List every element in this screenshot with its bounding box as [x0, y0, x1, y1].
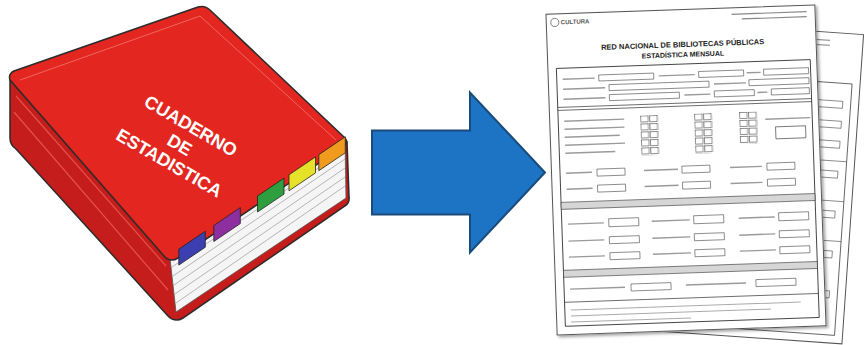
section-band [563, 261, 817, 277]
front-form-sheet: CULTURARED NACIONAL DE BIBLIOTECAS PÚBLI… [545, 4, 826, 335]
total-box [776, 126, 806, 139]
index-tab [319, 137, 346, 171]
index-tab [179, 231, 206, 265]
index-tab [289, 157, 316, 191]
form-frame [556, 60, 819, 327]
book-front-cover [10, 6, 347, 260]
header-text-lines [732, 12, 807, 20]
cell-grid [640, 115, 659, 156]
monthly-statistics-form: CULTURARED NACIONAL DE BIBLIOTECAS PÚBLI… [545, 3, 863, 343]
footnote-lines [571, 302, 801, 322]
logo-emblem [551, 18, 559, 26]
logo-text: CULTURA [561, 17, 631, 26]
statistics-notebook: CUADERNO DE ESTADISTICA [5, 5, 372, 340]
section-band [561, 194, 815, 210]
flow-arrow [372, 93, 545, 253]
index-tab [214, 208, 241, 242]
cell-grid [739, 111, 758, 144]
form-input-boxes [594, 68, 816, 292]
form-rules [558, 99, 819, 303]
index-tab [258, 178, 285, 212]
cell-grid [694, 113, 713, 154]
